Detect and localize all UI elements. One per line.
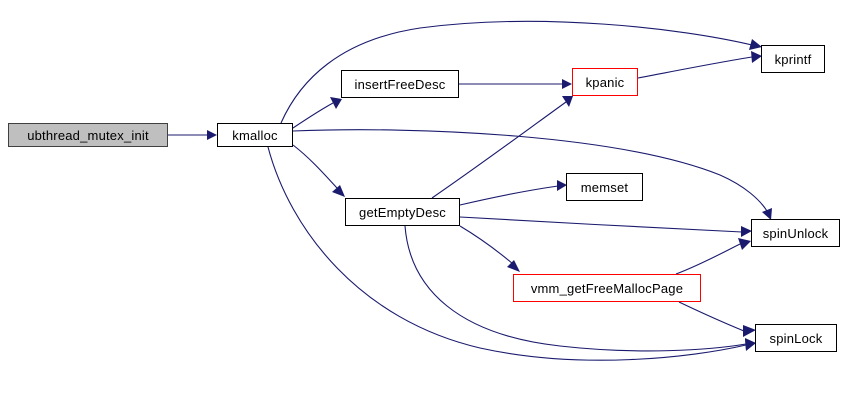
node-memset[interactable]: memset — [566, 173, 643, 201]
node-label: spinUnlock — [762, 225, 829, 241]
node-label: spinLock — [769, 330, 823, 346]
edge-getEmptyDesc-vmm_getFreeMallocPage — [459, 225, 520, 272]
edge-getEmptyDesc-memset — [459, 180, 567, 206]
edge-kmalloc-getEmptyDesc — [292, 144, 345, 197]
node-kpanic[interactable]: kpanic — [572, 68, 638, 96]
node-spin-lock[interactable]: spinLock — [755, 324, 837, 352]
node-vmm-get-free-malloc-page[interactable]: vmm_getFreeMallocPage — [513, 274, 701, 302]
node-spin-unlock[interactable]: spinUnlock — [751, 219, 840, 247]
edge-insertFreeDesc-kpanic — [459, 79, 572, 89]
edge-kmalloc-kprintf — [280, 20, 762, 124]
edge-kpanic-kprintf — [637, 51, 762, 79]
edge-getEmptyDesc-spinLock — [404, 225, 756, 352]
node-insert-free-desc[interactable]: insertFreeDesc — [341, 70, 459, 98]
edge-kmalloc-insertFreeDesc — [292, 97, 342, 129]
edge-ubthread_mutex_init-kmalloc — [168, 130, 217, 140]
node-label: vmm_getFreeMallocPage — [530, 280, 684, 296]
edge-kmalloc-spinUnlock — [292, 129, 772, 220]
edge-vmm_getFreeMallocPage-spinLock — [678, 301, 756, 337]
node-label: memset — [580, 179, 629, 195]
edge-getEmptyDesc-kpanic — [431, 96, 573, 199]
node-label: getEmptyDesc — [359, 204, 446, 220]
edge-getEmptyDesc-spinUnlock — [459, 216, 752, 237]
node-label: kmalloc — [232, 127, 278, 143]
node-kprintf[interactable]: kprintf — [761, 45, 825, 73]
node-label: ubthread_mutex_init — [27, 127, 149, 143]
edge-kmalloc-spinLock — [267, 146, 756, 361]
node-label: kpanic — [585, 74, 625, 90]
node-label: kprintf — [774, 51, 812, 67]
node-get-empty-desc[interactable]: getEmptyDesc — [345, 198, 460, 226]
node-kmalloc[interactable]: kmalloc — [217, 123, 293, 147]
node-ubthread-mutex-init[interactable]: ubthread_mutex_init — [8, 123, 168, 147]
edge-vmm_getFreeMallocPage-spinUnlock — [675, 238, 751, 275]
node-label: insertFreeDesc — [354, 76, 446, 92]
